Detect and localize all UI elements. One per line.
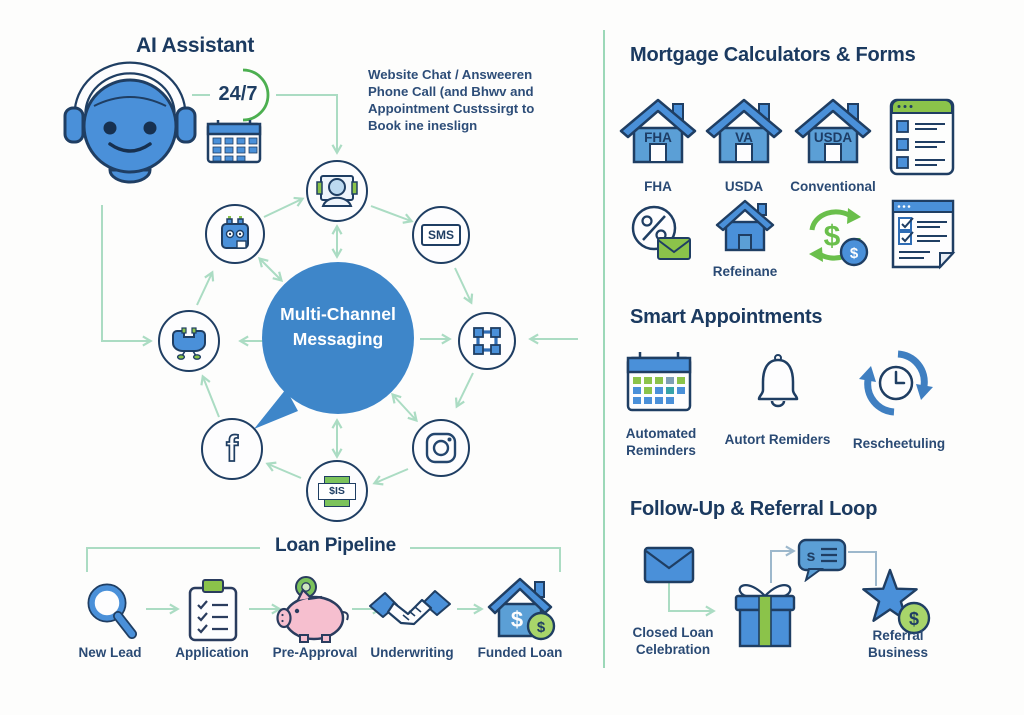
- video-consult-channel: [306, 160, 368, 222]
- pipeline-step-label: Pre-Approval: [272, 645, 358, 660]
- gift-icon: [734, 584, 796, 648]
- magnifier-icon: [87, 583, 137, 639]
- house-label: FHA: [644, 179, 672, 194]
- referral-title: Follow-Up & Referral Loop: [630, 498, 878, 520]
- calendar-icon: [206, 120, 262, 164]
- money-sms-text: $IS: [318, 482, 356, 500]
- house-dollar-glyph: $: [511, 607, 523, 632]
- video-consult-icon: [316, 175, 358, 207]
- hub-bubble-tail: [254, 389, 298, 429]
- house-label: Conventional: [790, 179, 876, 194]
- facebook-channel: f: [201, 418, 263, 480]
- instagram-icon: [425, 432, 457, 464]
- envelope-icon: [643, 546, 695, 584]
- sms-channel: SMS: [412, 206, 470, 264]
- intro-line: Phone Call (and Bhwv and: [368, 84, 534, 99]
- refinance-house-icon: [715, 199, 775, 252]
- sms-icon: SMS: [420, 224, 461, 246]
- coin-dollar-glyph: $: [850, 245, 859, 262]
- intro-text: Website Chat / Answeeren Phone Call (and…: [368, 66, 558, 134]
- pipeline-step-label: Application: [175, 645, 249, 660]
- facebook-f-glyph: f: [226, 428, 239, 469]
- coin-dollar-glyph: $: [537, 619, 546, 636]
- dollar-cycle-icon: $ $: [809, 208, 869, 267]
- house-label: USDA: [724, 179, 764, 194]
- house-tag: VA: [735, 130, 753, 145]
- money-sms-icon: $IS: [318, 475, 356, 507]
- rate-envelope-icon: [631, 205, 691, 260]
- hub-label: Multi-Channel Messaging: [262, 302, 414, 352]
- referral-label: Closed Loan Celebration: [632, 625, 714, 657]
- form-checklist-icon: [889, 98, 955, 176]
- pipeline-step-label: New Lead: [78, 645, 142, 660]
- pipeline-step-label: Underwriting: [370, 645, 454, 660]
- calculators-title: Mortgage Calculators & Forms: [630, 44, 916, 66]
- chatbot-channel: [205, 204, 265, 264]
- refinance-label: Refeinane: [712, 264, 778, 279]
- referral-star-icon: $: [862, 568, 931, 635]
- intro-line: Website Chat / Answeeren: [368, 67, 533, 82]
- application-clipboard-icon: [188, 579, 238, 642]
- house-fha-icon: [619, 98, 697, 164]
- instagram-channel: [412, 419, 470, 477]
- hub-label-line2: Messaging: [292, 329, 384, 349]
- cycle-dollar-glyph: $: [824, 220, 841, 253]
- intro-line: Appointment Custssirgt to: [368, 101, 535, 116]
- appointment-label: Automated Reminders: [625, 426, 697, 458]
- appointments-title: Smart Appointments: [630, 306, 823, 328]
- handshake-icon: [369, 590, 451, 626]
- availability-badge: 24/7: [218, 83, 258, 105]
- funded-house-icon: $ $: [487, 577, 556, 641]
- money-sms-channel: $IS: [306, 460, 368, 522]
- intro-line: Book ine ineslign: [368, 118, 478, 133]
- phone-channel: [158, 310, 220, 372]
- coin-dollar-glyph: $: [909, 609, 919, 629]
- appointment-calendar-icon: [626, 352, 692, 412]
- robot-assistant-icon: [63, 61, 197, 184]
- appointment-label: Rescheetuling: [852, 436, 946, 451]
- frame-channel: [458, 312, 516, 370]
- chatbot-icon: [221, 216, 249, 249]
- document-checklist-icon: [891, 199, 956, 270]
- appointment-label: Autort Remiders: [724, 432, 831, 447]
- piggy-bank-icon: [276, 576, 349, 643]
- frame-network-icon: [473, 327, 501, 355]
- hub-label-line1: Multi-Channel: [280, 304, 396, 324]
- house-va-icon: [705, 98, 783, 164]
- facebook-icon: f: [225, 427, 240, 470]
- house-tag: FHA: [644, 130, 672, 145]
- referral-label: Referral Business: [867, 628, 929, 660]
- phone-icon: [172, 327, 206, 360]
- review-bubble-icon: s: [797, 538, 847, 582]
- reschedule-clock-icon: [859, 350, 933, 416]
- loan-pipeline-title: Loan Pipeline: [275, 535, 396, 556]
- ai-assistant-title: AI Assistant: [136, 34, 255, 57]
- bubble-s-glyph: s: [807, 548, 816, 565]
- multi-channel-hub: [262, 262, 414, 414]
- money-sms-bar-bottom: [324, 498, 350, 507]
- pipeline-step-label: Funded Loan: [477, 645, 563, 660]
- bell-icon: [757, 354, 799, 408]
- house-usda-icon: [794, 98, 872, 164]
- house-tag: USDA: [813, 130, 853, 145]
